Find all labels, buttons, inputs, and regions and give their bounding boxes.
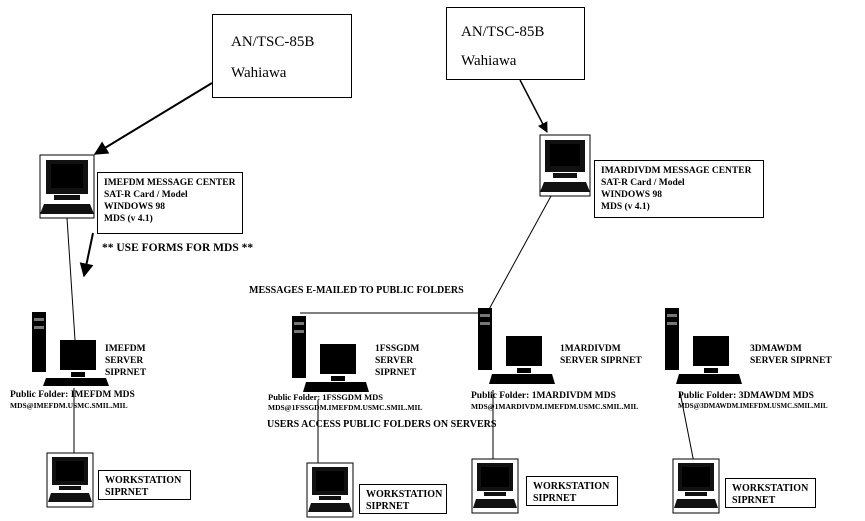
workstation-label-1: WORKSTATION SIPRNET [98, 470, 191, 500]
server-line3: SIPRNET [375, 368, 417, 378]
mc-mds: MDS (v 4.1) [601, 202, 650, 212]
relay-site: Wahiawa [461, 53, 517, 69]
computer-icon [306, 462, 354, 518]
ws-line2: SIPRNET [105, 487, 149, 498]
workstation-label-2: WORKSTATION SIPRNET [359, 484, 447, 514]
server-address: MDS@1MARDIVDM.IMEFDM.USMC.SMIL.MIL [471, 402, 639, 411]
server-icon [478, 308, 555, 384]
ws-line2: SIPRNET [533, 493, 577, 504]
mc-title: IMARDIVDM MESSAGE CENTER [601, 166, 752, 176]
server-folder: Public Folder: 1MARDIVDM MDS [471, 391, 616, 401]
server-line2: SERVER SIPRNET [750, 356, 832, 366]
server-address: MDS@IMEFDM.USMC.SMIL.MIL [10, 401, 128, 410]
mc-title: IMEFDM MESSAGE CENTER [104, 178, 236, 188]
server-folder: Public Folder: 3DMAWDM MDS [678, 391, 814, 401]
server-folder: Public Folder: 1FSSGDM MDS [268, 392, 383, 402]
server-icon [32, 312, 109, 386]
message-center-label-2: IMARDIVDM MESSAGE CENTER SAT-R Card / Mo… [594, 160, 764, 218]
server-name: 1MARDIVDM [560, 344, 621, 354]
mc-os: WINDOWS 98 [601, 190, 662, 200]
server-name: 1FSSGDM [375, 344, 420, 354]
arrow-relay1-to-mc1 [93, 82, 213, 155]
emailed-note: MESSAGES E-MAILED TO PUBLIC FOLDERS [249, 285, 464, 296]
arrow-use-forms [79, 232, 94, 278]
server-name: 3DMAWDM [750, 344, 802, 354]
server-line2: SERVER [375, 356, 414, 366]
ws-line1: WORKSTATION [366, 489, 443, 500]
relay-site: Wahiawa [231, 65, 287, 81]
computer-icon [471, 458, 519, 514]
link-server4-ws4 [679, 391, 695, 464]
use-forms-note: ** USE FORMS FOR MDS ** [102, 242, 254, 254]
users-access-note: USERS ACCESS PUBLIC FOLDERS ON SERVERS [267, 419, 497, 430]
arrow-relay2-to-mc2 [519, 79, 548, 133]
mc-card: SAT-R Card / Model [601, 178, 685, 188]
relay-box-1: AN/TSC-85B Wahiawa [212, 14, 352, 98]
ws-line1: WORKSTATION [105, 475, 182, 486]
server-address: MDS@3DMAWDM.IMEFDM.USMC.SMIL.MIL [678, 402, 828, 410]
link-mc1-server1 [66, 217, 76, 341]
computer-icon [39, 154, 95, 219]
server-name: IMEFDM [105, 344, 146, 354]
server-line2: SERVER SIPRNET [560, 356, 642, 366]
server-icon [665, 308, 742, 384]
ws-line2: SIPRNET [366, 501, 410, 512]
message-center-label-1: IMEFDM MESSAGE CENTER SAT-R Card / Model… [97, 172, 243, 234]
computer-icon [672, 458, 720, 514]
computer-icon [539, 134, 591, 197]
workstation-label-4: WORKSTATION SIPRNET [725, 478, 816, 508]
server-icon [292, 316, 369, 392]
mc-card: SAT-R Card / Model [104, 190, 188, 200]
server-address: MDS@1FSSGDM.IMEFDM.USMC.SMIL.MIL [268, 403, 423, 412]
workstation-label-3: WORKSTATION SIPRNET [526, 476, 618, 506]
server-folder: Public Folder: IMEFDM MDS [10, 390, 135, 400]
relay-name: AN/TSC-85B [231, 34, 315, 50]
server-line3: SIPRNET [105, 368, 147, 378]
link-mc2-network [486, 195, 552, 314]
mc-os: WINDOWS 98 [104, 202, 165, 212]
ws-line1: WORKSTATION [732, 483, 809, 494]
mc-mds: MDS (v 4.1) [104, 214, 153, 224]
relay-box-2: AN/TSC-85B Wahiawa [446, 7, 585, 80]
ws-line2: SIPRNET [732, 495, 776, 506]
relay-name: AN/TSC-85B [461, 24, 545, 40]
ws-line1: WORKSTATION [533, 481, 610, 492]
server-line2: SERVER [105, 356, 144, 366]
computer-icon [46, 452, 94, 508]
